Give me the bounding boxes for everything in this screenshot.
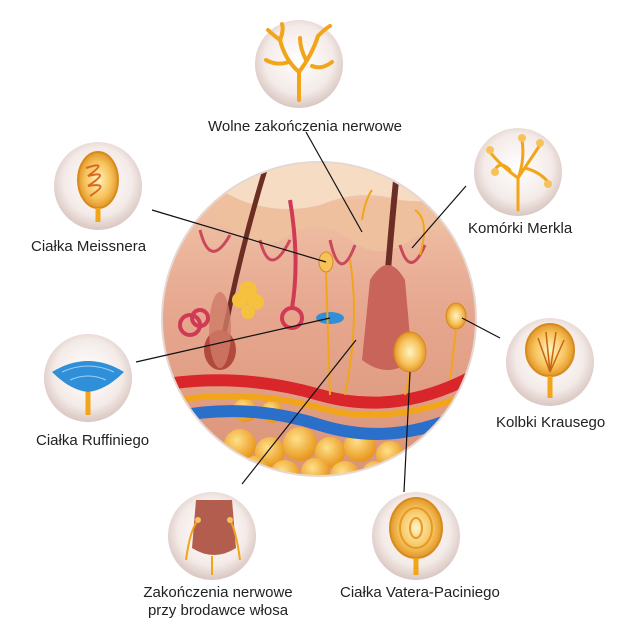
merkel-cell-icon: [474, 128, 562, 216]
sebaceous-gland: [232, 281, 264, 319]
ruffini-corpuscle-icon: [44, 334, 132, 422]
sweat-gland: [178, 199, 304, 337]
krause-bulb-in-skin: [445, 302, 467, 330]
vein: [162, 399, 476, 440]
label-vater-pacini-corpuscles: Ciałka Vatera-Paciniego: [340, 584, 500, 601]
label-hair-papilla-nerve-endings: Zakończenia nerwowe przy brodawce włosa: [128, 584, 308, 620]
free-nerve-endings-icon: [255, 20, 343, 108]
artery: [162, 366, 476, 409]
nerve-bundle: [162, 387, 476, 418]
label-hair-line-2: przy brodawce włosa: [147, 602, 289, 619]
skin-cross-section: [162, 162, 476, 476]
krause-bulb-icon: [506, 318, 594, 406]
label-meissner-corpuscles: Ciałka Meissnera: [31, 238, 147, 255]
label-merkel-cells: Komórki Merkla: [468, 220, 573, 237]
hair-follicle-left: [204, 162, 271, 370]
vater-pacini-corpuscle-icon: [372, 492, 460, 580]
leader-lines: [135, 131, 501, 493]
hair-papilla-nerve-icon: [168, 492, 256, 580]
label-krause-bulbs: Kolbki Krausego: [496, 414, 606, 431]
label-free-nerve-endings: Wolne zakończenia nerwowe: [208, 118, 402, 135]
label-ruffini-corpuscles: Ciałka Ruffiniego: [36, 432, 150, 449]
meissner-corpuscle-icon: [54, 142, 142, 230]
label-hair-line-1: Zakończenia nerwowe: [143, 584, 293, 601]
pacinian-corpuscle-in-skin: [393, 331, 427, 373]
